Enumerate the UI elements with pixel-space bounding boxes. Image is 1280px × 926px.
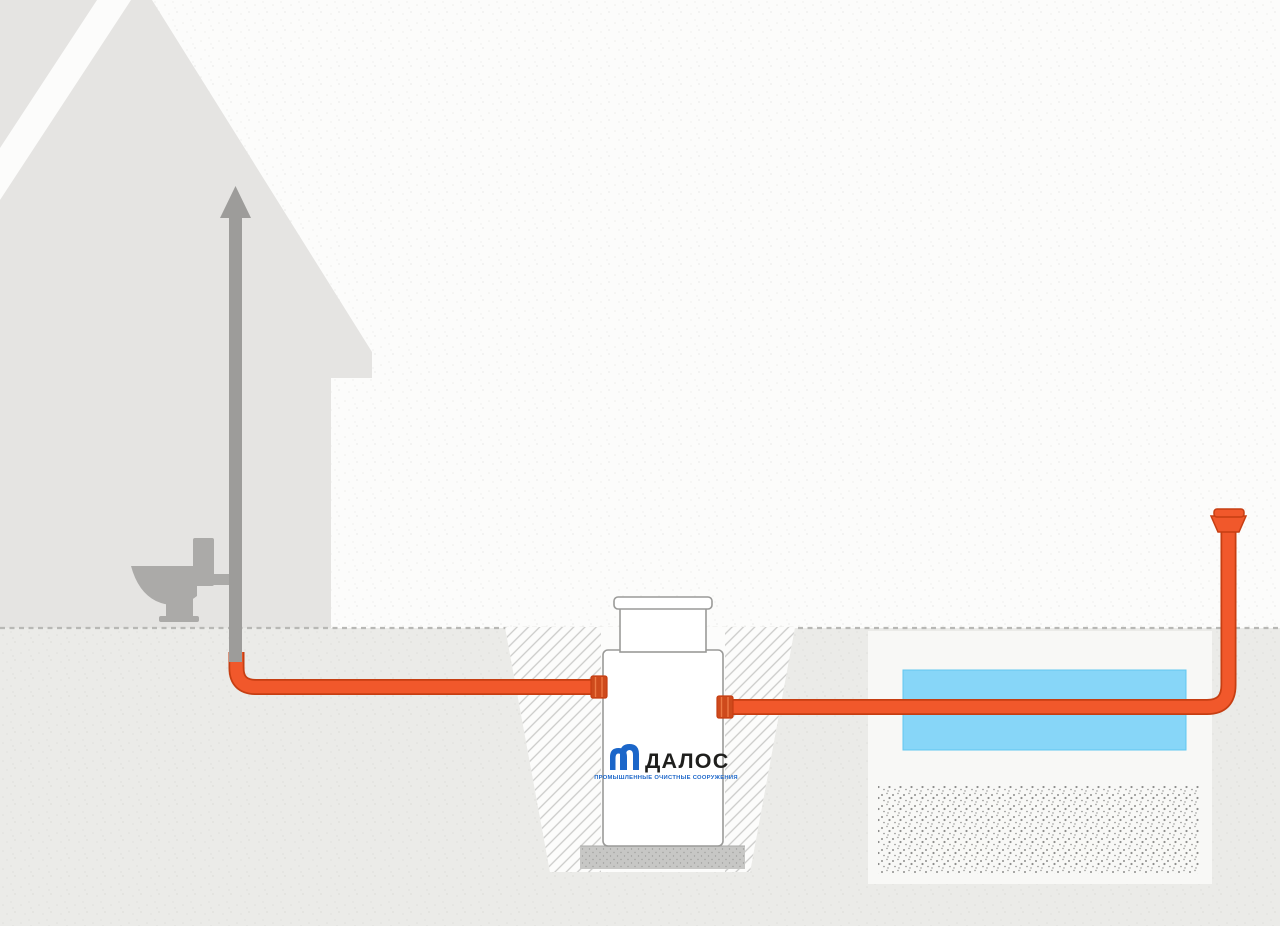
pit-hatch-right	[725, 627, 795, 872]
dalos-logo-icon	[610, 744, 639, 770]
outlet-coupling	[716, 695, 734, 719]
toilet-bowl	[131, 566, 197, 605]
tank-brand-label: ДАЛОС	[645, 749, 729, 773]
vent-cap-body	[1209, 515, 1248, 533]
inlet-coupling-body	[590, 675, 608, 699]
vent-arrow-icon	[220, 186, 251, 218]
tank-tagline-label: ПРОМЫШЛЕННЫЕ ОЧИСТНЫЕ СООРУЖЕНИЯ	[594, 775, 738, 781]
gravel-layer	[878, 786, 1200, 874]
toilet-cistern	[193, 538, 214, 586]
toilet-icon	[131, 538, 234, 622]
toilet-base	[159, 616, 199, 622]
toilet-pedestal	[166, 598, 193, 619]
inlet-coupling	[590, 675, 608, 699]
sewer-inlet-pipe	[230, 652, 597, 694]
septic-tank-body	[602, 649, 724, 847]
roof-gap-stripe	[0, 0, 131, 200]
vent-cap-icon	[1209, 508, 1248, 533]
outlet-coupling-body	[716, 695, 734, 719]
house-silhouette	[0, 0, 372, 628]
septic-tank-lid	[613, 596, 713, 610]
concrete-slab-texture	[580, 846, 745, 869]
sewer-outlet-pipe	[730, 531, 1235, 714]
logo-arch-right	[620, 744, 639, 770]
toilet-outlet	[209, 574, 234, 585]
septic-tank-neck	[619, 605, 707, 653]
vent-cap-top	[1213, 508, 1245, 518]
